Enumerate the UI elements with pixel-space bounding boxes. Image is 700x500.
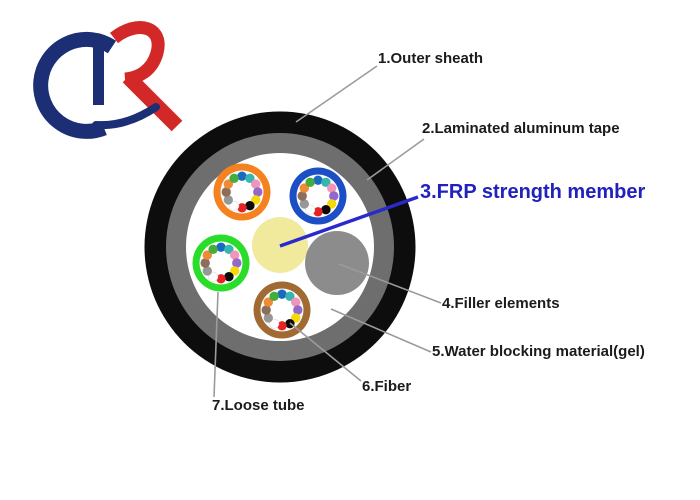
label-water-blocking-material: 5.Water blocking material(gel) — [432, 343, 645, 360]
fiber-dot — [329, 191, 339, 201]
fiber-dot — [291, 297, 301, 307]
fiber-dot — [297, 191, 307, 201]
fiber-dot — [229, 200, 240, 211]
fiber-dot — [285, 291, 295, 301]
loose-tubes — [192, 163, 347, 339]
fiber-dot — [230, 266, 240, 276]
fiber-dot — [291, 313, 301, 323]
company-logo-icon — [33, 21, 183, 139]
fiber-dot — [229, 173, 239, 183]
leader-line — [213, 291, 219, 398]
fiber-dot — [216, 242, 226, 252]
fiber-dot — [305, 177, 315, 187]
fiber-dot — [237, 203, 247, 213]
logo-c-arc — [33, 31, 117, 139]
fiber-dot — [224, 272, 234, 282]
fiber-dot — [237, 171, 247, 181]
logo-r-bowl — [109, 21, 165, 86]
fiber-dot — [277, 289, 287, 299]
fiber-dot — [208, 271, 219, 282]
label-loose-tube: 7.Loose tube — [212, 397, 305, 414]
leader-line — [338, 263, 442, 304]
leader-line — [330, 308, 432, 353]
fiber-dot — [263, 313, 273, 323]
fiber-dot — [299, 199, 309, 209]
fiber-dot — [327, 199, 337, 209]
fiber-dot — [268, 318, 280, 329]
fiber-dot — [327, 183, 337, 193]
fiber-dot — [208, 244, 218, 254]
fiber-dot — [251, 179, 261, 189]
logo-stem — [93, 36, 104, 105]
fiber-dot — [304, 204, 316, 215]
fiber-dot — [269, 291, 279, 301]
label-frp-strength-member: 3.FRP strength member — [420, 181, 646, 203]
fiber-dot — [253, 187, 263, 197]
fiber-dot — [216, 274, 226, 284]
fiber-dot — [321, 205, 331, 215]
fiber-dot — [299, 183, 309, 193]
label-fiber: 6.Fiber — [362, 378, 412, 395]
fiber-dot — [245, 201, 255, 211]
label-laminated-aluminum-tape: 2.Laminated aluminum tape — [422, 120, 620, 137]
label-filler-elements: 4.Filler elements — [442, 295, 560, 312]
filler-element — [305, 231, 369, 295]
fiber-dot — [321, 177, 331, 187]
logo-r-leg — [122, 71, 183, 132]
fiber-dot — [313, 207, 323, 217]
fiber-dot — [261, 305, 271, 315]
fiber-dot — [313, 175, 323, 185]
fiber-dot — [245, 173, 255, 183]
label-outer-sheath: 1.Outer sheath — [378, 50, 484, 67]
cable-cross-section — [144, 65, 442, 398]
leader-line — [295, 65, 378, 123]
frp-pointer-line — [279, 195, 419, 248]
fiber-dot — [221, 187, 231, 197]
fiber-dot — [230, 250, 240, 260]
leader-line — [366, 138, 425, 181]
leader-line — [289, 322, 362, 382]
leader-lines — [213, 65, 442, 398]
fiber-dot — [277, 321, 287, 331]
fiber-dot — [263, 297, 273, 307]
logo-c-tail — [92, 103, 160, 130]
fiber-dot — [251, 195, 261, 205]
fiber-dot — [293, 305, 303, 315]
fiber-dot — [202, 250, 212, 260]
fiber-dot — [223, 195, 233, 205]
fiber-dot — [200, 258, 210, 268]
fiber-dot — [202, 266, 212, 276]
fiber-dot — [223, 179, 233, 189]
fiber-dot — [224, 244, 234, 254]
fiber-dot — [232, 258, 242, 268]
